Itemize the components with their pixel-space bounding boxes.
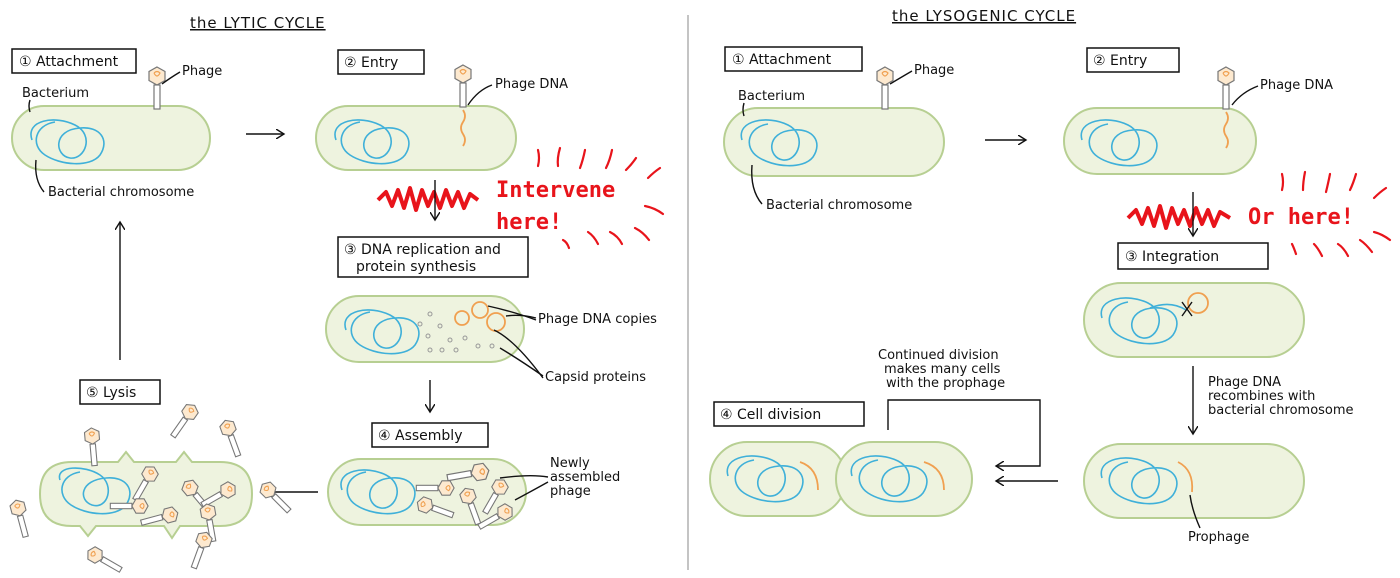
lytic-callout-line1: Intervene <box>496 178 615 203</box>
lytic-lysis-label: ⑤ Lysis <box>86 385 136 401</box>
lytic-capsid-label: Capsid proteins <box>545 370 646 385</box>
lysogenic-prophage-label: Prophage <box>1188 530 1249 545</box>
lysogenic-recombine-line1: Phage DNA <box>1208 375 1281 390</box>
lysogenic-callout-text: Or here! <box>1248 205 1354 230</box>
lytic-bacterium-4 <box>327 458 527 534</box>
lytic-callout-rays <box>536 146 665 250</box>
lysogenic-bacterium-prophage <box>1083 443 1305 519</box>
lysogenic-bacterium-2 <box>1063 107 1257 175</box>
lysogenic-division-label: ④ Cell division <box>720 407 821 423</box>
lysogenic-bacterium-label: Bacterium <box>738 89 805 104</box>
lytic-callout-zigzag <box>376 186 480 212</box>
lytic-chromosome-label: Bacterial chromosome <box>48 185 194 200</box>
lysogenic-entry-label: ② Entry <box>1093 53 1147 69</box>
lytic-attachment-step: ① Attachment <box>11 48 137 74</box>
lysogenic-integration-step: ③ Integration <box>1117 242 1269 270</box>
lytic-entry-step: ② Entry <box>337 49 425 75</box>
lysogenic-continued-loop <box>887 399 1041 466</box>
lytic-newly-line3: phage <box>550 484 591 499</box>
lysogenic-integration-label: ③ Integration <box>1125 249 1219 265</box>
lytic-phage-entry <box>454 64 472 108</box>
lytic-attachment-label: ① Attachment <box>19 54 119 70</box>
lysogenic-bacterium-1 <box>723 107 945 177</box>
lytic-bursting-cell <box>38 450 254 571</box>
lytic-bacterium-label: Bacterium <box>22 86 89 101</box>
lytic-replication-step: ③ DNA replication and protein synthesis <box>337 236 529 278</box>
lytic-phage-dna-label: Phage DNA <box>495 77 568 92</box>
lysogenic-bacterium-3 <box>1083 282 1305 358</box>
lysogenic-daughter-cell-right <box>835 441 973 517</box>
lysogenic-division-step: ④ Cell division <box>713 401 865 427</box>
lysogenic-phage-attached <box>876 66 894 110</box>
lytic-dna-copies-label: Phage DNA copies <box>538 312 657 327</box>
lysogenic-phage-label: Phage <box>914 63 954 78</box>
lytic-title: the LYTIC CYCLE <box>190 14 326 32</box>
lysogenic-continued-line2: makes many cells <box>884 362 1001 377</box>
lytic-phage-attached <box>148 66 166 110</box>
lytic-assembly-label: ④ Assembly <box>378 428 462 444</box>
lytic-lysis-step: ⑤ Lysis <box>79 379 161 405</box>
lytic-assembly-step: ④ Assembly <box>371 422 489 448</box>
lytic-entry-label: ② Entry <box>344 55 398 71</box>
lytic-bacterium-1 <box>11 105 211 171</box>
lysogenic-phage-entry <box>1217 66 1235 110</box>
lysogenic-entry-step: ② Entry <box>1086 47 1180 73</box>
lysogenic-daughter-cell-left <box>709 441 847 517</box>
lytic-newly-line2: assembled <box>550 470 620 485</box>
lysogenic-title: the LYSOGENIC CYCLE <box>892 7 1076 25</box>
lytic-replication-label-1: ③ DNA replication and <box>344 242 501 258</box>
lytic-callout-line2: here! <box>496 210 562 235</box>
lysogenic-callout-rays <box>1280 170 1392 258</box>
lysogenic-chromosome-label: Bacterial chromosome <box>766 198 912 213</box>
lysogenic-continued-line1: Continued division <box>878 348 999 363</box>
lytic-phage-label: Phage <box>182 64 222 79</box>
lysogenic-recombine-line3: bacterial chromosome <box>1208 403 1354 418</box>
lysogenic-continued-line3: with the prophage <box>886 376 1005 391</box>
lysogenic-attachment-label: ① Attachment <box>732 52 832 68</box>
lytic-bacterium-2 <box>315 105 517 171</box>
lysogenic-callout-zigzag <box>1126 204 1232 230</box>
lytic-replication-label-2: protein synthesis <box>356 259 476 275</box>
lysogenic-recombine-line2: recombines with <box>1208 389 1315 404</box>
lytic-newly-line1: Newly <box>550 456 590 471</box>
lysogenic-attachment-step: ① Attachment <box>724 46 863 72</box>
lytic-bacterium-3 <box>325 295 525 363</box>
lysogenic-phage-dna-label: Phage DNA <box>1260 78 1333 93</box>
